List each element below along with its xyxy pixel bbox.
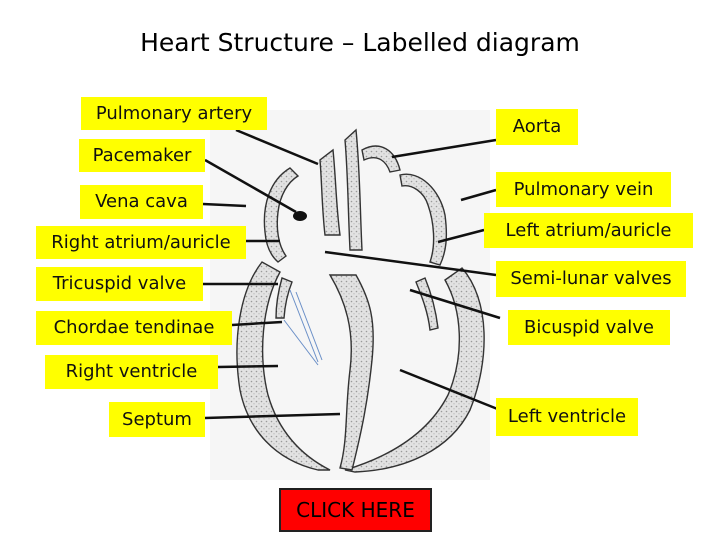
chordae-strings bbox=[283, 289, 323, 366]
label-vena-cava: Vena cava bbox=[80, 185, 203, 219]
label-right-atrium: Right atrium/auricle bbox=[36, 226, 246, 259]
label-tricuspid-valve: Tricuspid valve bbox=[36, 267, 203, 301]
page-title: Heart Structure – Labelled diagram bbox=[140, 28, 580, 57]
left-atrium-wall bbox=[399, 173, 448, 266]
label-right-ventricle: Right ventricle bbox=[45, 355, 218, 389]
left-ventricle-wall bbox=[344, 267, 485, 473]
pulmonary-artery-trunk bbox=[319, 148, 341, 236]
label-septum: Septum bbox=[109, 402, 205, 437]
label-chordae-tendinae: Chordae tendinae bbox=[36, 311, 232, 345]
aorta-trunk bbox=[344, 128, 363, 251]
septum-wall bbox=[328, 274, 374, 471]
tricuspid-leaflet bbox=[275, 277, 293, 319]
heart-illustration bbox=[236, 128, 485, 473]
label-semi-lunar-valves: Semi-lunar valves bbox=[496, 261, 686, 297]
label-left-ventricle: Left ventricle bbox=[496, 398, 638, 436]
label-left-atrium: Left atrium/auricle bbox=[484, 213, 693, 248]
label-pulmonary-vein: Pulmonary vein bbox=[496, 172, 671, 207]
label-pacemaker: Pacemaker bbox=[79, 139, 205, 172]
aortic-arch bbox=[361, 145, 401, 173]
right-ventricle-wall bbox=[236, 261, 331, 471]
label-aorta: Aorta bbox=[496, 109, 578, 145]
leader-lines bbox=[202, 128, 501, 420]
bicuspid-leaflet bbox=[415, 277, 439, 331]
label-bicuspid-valve: Bicuspid valve bbox=[508, 310, 670, 345]
pacemaker-node bbox=[293, 211, 307, 221]
click-here-button[interactable]: CLICK HERE bbox=[279, 488, 432, 532]
right-atrium-wall bbox=[263, 167, 300, 263]
label-pulmonary-artery: Pulmonary artery bbox=[81, 97, 267, 130]
